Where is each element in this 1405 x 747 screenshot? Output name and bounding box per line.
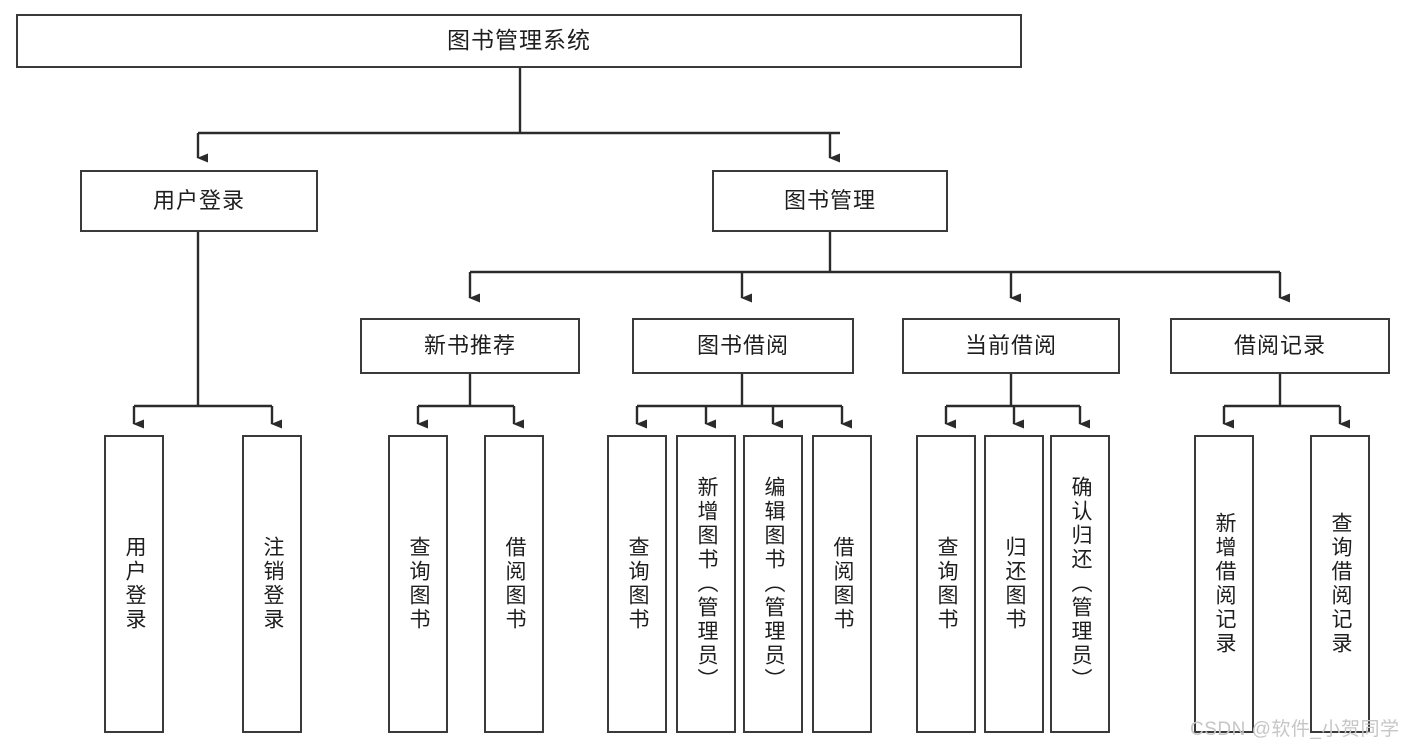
leaf-borrow-add-book-admin[interactable]: 新增图书（管理员）: [676, 435, 736, 733]
leaf-record-add-record[interactable]: 新增借阅记录: [1194, 435, 1254, 733]
leaf-borrow-borrow-book[interactable]: 借阅图书: [812, 435, 872, 733]
node-label: 归还图书: [1003, 536, 1026, 632]
node-label: 编辑图书（管理员）: [762, 476, 785, 692]
leaf-user-login-login[interactable]: 用户登录: [104, 435, 164, 733]
leaf-recommend-query-book[interactable]: 查询图书: [388, 435, 448, 733]
leaf-record-query-record[interactable]: 查询借阅记录: [1310, 435, 1370, 733]
leaf-current-query-book[interactable]: 查询图书: [916, 435, 976, 733]
leaf-current-return-book[interactable]: 归还图书: [984, 435, 1044, 733]
node-label: 借阅记录: [1233, 332, 1326, 358]
node-label: 新书推荐: [423, 332, 516, 358]
node-label: 借阅图书: [831, 536, 854, 632]
node-label: 当前借阅: [964, 332, 1057, 358]
node-label: 注销登录: [261, 536, 284, 632]
node-book-borrow[interactable]: 图书借阅: [632, 318, 854, 374]
leaf-borrow-query-book[interactable]: 查询图书: [607, 435, 667, 733]
leaf-recommend-borrow-book[interactable]: 借阅图书: [484, 435, 544, 733]
node-label: 图书管理系统: [447, 27, 591, 54]
node-label: 图书借阅: [696, 332, 789, 358]
node-label: 查询图书: [407, 536, 430, 632]
node-label: 查询图书: [935, 536, 958, 632]
node-label: 借阅图书: [503, 536, 526, 632]
node-new-book-recommend[interactable]: 新书推荐: [360, 318, 580, 374]
node-user-login[interactable]: 用户登录: [80, 170, 318, 232]
node-current-borrow[interactable]: 当前借阅: [902, 318, 1120, 374]
node-borrow-record[interactable]: 借阅记录: [1170, 318, 1390, 374]
node-label: 图书管理: [783, 187, 876, 213]
node-label: 用户登录: [123, 536, 146, 632]
node-label: 查询借阅记录: [1329, 512, 1352, 656]
node-label: 确认归还（管理员）: [1069, 476, 1092, 692]
leaf-current-confirm-return-admin[interactable]: 确认归还（管理员）: [1050, 435, 1110, 733]
node-label: 新增借阅记录: [1213, 512, 1236, 656]
node-label: 用户登录: [152, 187, 245, 213]
node-label: 查询图书: [626, 536, 649, 632]
node-label: 新增图书（管理员）: [695, 476, 718, 692]
leaf-borrow-edit-book-admin[interactable]: 编辑图书（管理员）: [743, 435, 803, 733]
node-book-management[interactable]: 图书管理: [712, 170, 948, 232]
csdn-watermark: CSDN @软件_小贺同学: [1190, 719, 1400, 740]
node-root-system[interactable]: 图书管理系统: [16, 14, 1022, 68]
leaf-user-login-logout[interactable]: 注销登录: [242, 435, 302, 733]
